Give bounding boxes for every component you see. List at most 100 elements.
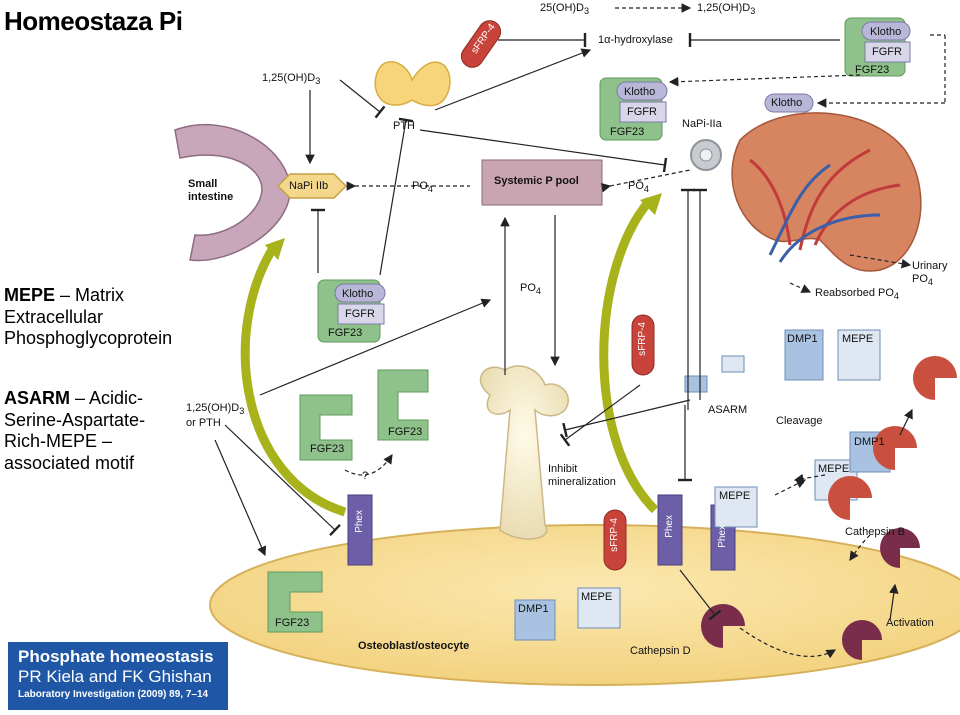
label-urinary-po4: Urinary PO4 [912, 260, 948, 287]
label-osteoblast: Osteoblast/osteocyte [358, 640, 470, 652]
label-activation: Activation [886, 617, 934, 629]
legend-mepe: MEPE – Matrix Extracellular Phosphoglyco… [4, 285, 172, 350]
cathepsin-activation-2 [880, 528, 920, 568]
olive-arrow-left [240, 242, 347, 517]
label-dmp1-cell: DMP1 [518, 603, 549, 615]
page-title: Homeostaza Pi [4, 6, 183, 36]
label-fgf23-1: FGF23 [855, 64, 890, 76]
legend-mepe-def-1: – Matrix [55, 285, 125, 305]
label-fgfr-1: FGFR [872, 46, 902, 58]
label-fgf23-c2: FGF23 [388, 426, 423, 438]
label-fgf23-3: FGF23 [328, 327, 363, 339]
sfrp4-pill-top [460, 20, 502, 68]
label-klotho-1: Klotho [870, 26, 902, 38]
label-mepe-phex: MEPE [719, 490, 751, 502]
systemic-pool-box [481, 159, 603, 206]
complex-left [317, 279, 386, 343]
legend-asarm-def-2: Serine-Aspartate- [4, 409, 146, 430]
label-25ohd3: 25(OH)D3 [540, 2, 590, 17]
label-fgf23-c1: FGF23 [310, 443, 345, 455]
label-mepe-top: MEPE [842, 333, 874, 345]
label-po4-kidney: PO4 [628, 180, 649, 195]
label-pth: PTH [393, 120, 415, 132]
fgf23-c-shape-1 [299, 394, 353, 461]
label-mepe-cathepsin: MEPE [818, 463, 850, 475]
asarm-frag-2 [721, 355, 745, 373]
napi-iib-hex [276, 173, 348, 199]
label-fgfr-2: FGFR [627, 106, 657, 118]
label-phex-3: Phex [717, 525, 728, 548]
label-cathepsin-d: Cathepsin D [630, 645, 691, 657]
complex-top-right [844, 17, 911, 77]
fgf23-c-shape-cell [267, 571, 323, 633]
label-cleavage: Cleavage [776, 415, 823, 427]
label-napi-iia: NaPi-IIa [682, 118, 722, 130]
label-sfrp4-cell: sFRP-4 [609, 518, 620, 552]
label-fgfr-3: FGFR [345, 308, 375, 320]
citation-authors: PR Kiela and FK Ghishan [18, 666, 212, 686]
label-systemic-pool: Systemic P pool [494, 175, 579, 187]
asarm-frag-1 [684, 375, 708, 393]
cathepsin-b-1 [828, 476, 872, 520]
label-klotho-free: Klotho [771, 97, 803, 109]
small-intestine-shape [174, 124, 291, 262]
kidney-shape [731, 112, 922, 272]
label-small-intestine: Small intestine [188, 178, 234, 203]
bone-shape [479, 365, 569, 540]
label-reabsorbed-po4: Reabsorbed PO4 [815, 287, 899, 302]
legend-asarm: ASARM – Acidic- Serine-Aspartate- Rich-M… [4, 388, 145, 474]
phex-1 [347, 494, 373, 566]
mepe-cell [577, 587, 621, 629]
phex-2 [657, 494, 683, 566]
label-fgf23-2: FGF23 [610, 126, 645, 138]
legend-mepe-def-3: Phosphoglycoprotein [4, 328, 173, 349]
parathyroid-shape [374, 60, 451, 107]
label-125ohd3-left: 1,25(OH)D3 [262, 72, 321, 87]
label-klotho-3: Klotho [342, 288, 374, 300]
label-mepe-cell: MEPE [581, 591, 613, 603]
citation-journal: Laboratory Investigation (2009) 89, 7–14 [18, 689, 209, 701]
label-po4-intestine: PO4 [412, 180, 433, 195]
klotho-free-pill [764, 93, 814, 113]
cathepsin-b-2 [873, 426, 917, 470]
label-sfrp4-mid: sFRP-4 [637, 322, 648, 356]
label-phex-1: Phex [354, 510, 365, 533]
citation-box: Phosphate homeostasis PR Kiela and FK Gh… [8, 642, 228, 710]
legend-asarm-def-1: – Acidic- [70, 388, 144, 408]
legend-mepe-def-2: Extracellular [4, 306, 104, 327]
label-klotho-2: Klotho [624, 86, 656, 98]
legend-asarm-def-3: Rich-MEPE – [4, 431, 113, 452]
citation-title: Phosphate homeostasis [18, 647, 214, 666]
fgf23-c-shape-2 [377, 369, 429, 441]
label-125ohd3-top: 1,25(OH)D3 [697, 2, 756, 17]
label-vitd-or-pth: 1,25(OH)D3 or PTH [186, 402, 245, 429]
mepe-top [837, 329, 881, 381]
label-dmp1-cathepsin: DMP1 [854, 436, 885, 448]
legend-asarm-abbr: ASARM [4, 388, 70, 408]
label-phex-2: Phex [664, 515, 675, 538]
complex-mid [599, 77, 668, 141]
mepe-phex [714, 486, 758, 528]
label-po4-bone: PO4 [520, 282, 541, 297]
label-dmp1-top: DMP1 [787, 333, 818, 345]
label-fgf23-cell: FGF23 [275, 617, 310, 629]
sfrp4-pill-cell [603, 509, 627, 571]
label-inhibit-mineralization: Inhibit mineralization [548, 463, 616, 488]
label-cathepsin-b: Cathepsin B [845, 526, 905, 538]
label-question: ? [362, 470, 369, 482]
legend-asarm-def-4: associated motif [4, 452, 135, 473]
label-1a-hydroxylase: 1α-hydroxylase [598, 34, 673, 46]
dmp1-cell [514, 599, 556, 641]
kidney-veins [768, 163, 881, 263]
sfrp4-pill-mid [631, 314, 655, 376]
cathepsin-activation-1 [842, 620, 882, 660]
label-asarm: ASARM [708, 404, 748, 416]
legend-mepe-abbr: MEPE [4, 285, 56, 305]
dmp1-top [784, 329, 824, 381]
cathepsin-b-3 [913, 356, 957, 400]
olive-arrow-right [599, 197, 659, 514]
kidney-vessels [749, 148, 901, 251]
label-napi-iib: NaPi IIb [289, 180, 329, 192]
